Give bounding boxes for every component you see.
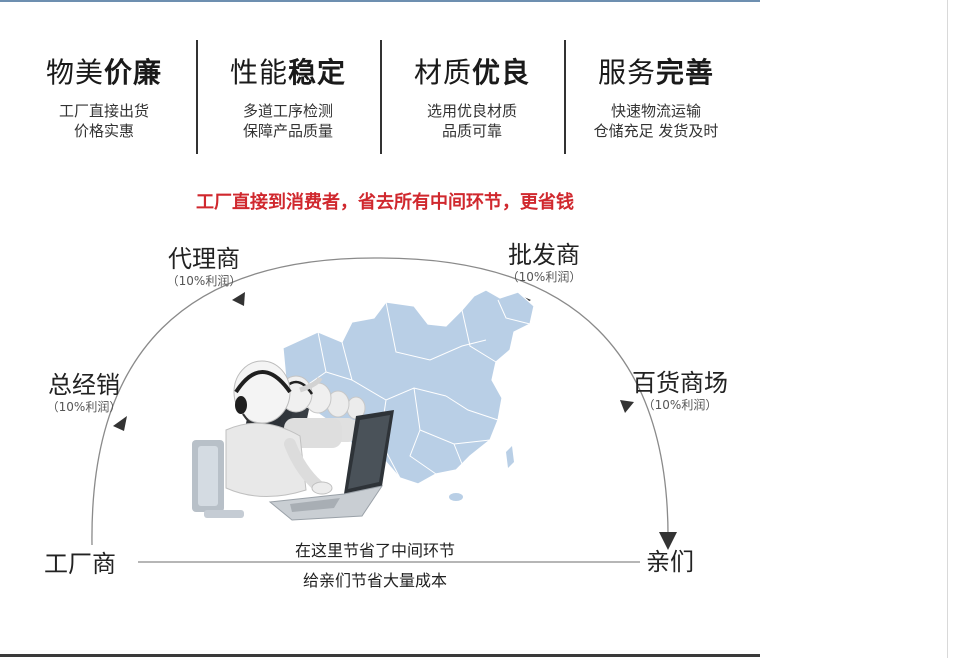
mall-profit: （10%利润） (642, 398, 718, 412)
wholesaler-name: 批发商 (508, 241, 580, 269)
wholesaler-profit: （10%利润） (506, 270, 582, 284)
feature-title-light: 材质 (413, 56, 472, 89)
feature-title: 材质优良 (380, 54, 564, 92)
feature-title-bold: 优良 (472, 56, 531, 89)
feature-lines: 选用优良材质 品质可靠 (380, 101, 564, 141)
label-factory: 工厂商 (30, 549, 130, 579)
savings-text-below: 给亲们节省大量成本 (302, 571, 447, 590)
feature-line: 多道工序检测 (242, 102, 333, 120)
label-wholesaler: 批发商 （10%利润） (496, 240, 592, 284)
feature-title-bold: 完善 (656, 56, 715, 89)
label-distributor: 总经销 （10%利润） (36, 370, 132, 414)
arrow-icon (620, 400, 634, 413)
agent-profit: （10%利润） (166, 274, 242, 288)
arrow-icon (232, 292, 245, 306)
feature-title: 服务完善 (564, 54, 748, 92)
feature-column-service: 服务完善 快速物流运输 仓储充足 发货及时 (564, 38, 748, 156)
feature-title-bold: 稳定 (288, 56, 347, 89)
feature-lines: 快速物流运输 仓储充足 发货及时 (564, 101, 748, 141)
feature-line: 工厂直接出货 (58, 102, 149, 120)
label-agent: 代理商 （10%利润） (156, 244, 252, 288)
hainan-island (449, 493, 463, 501)
savings-text-above: 在这里节省了中间环节 (294, 541, 455, 560)
feature-line: 保障产品质量 (242, 122, 333, 140)
feature-title-light: 性能 (229, 56, 288, 89)
feature-lines: 多道工序检测 保障产品质量 (196, 101, 380, 141)
slogan: 工厂直接到消费者，省去所有中间环节，更省钱 (196, 192, 574, 213)
distributor-name: 总经销 (48, 371, 120, 399)
arrow-icon (113, 416, 127, 431)
arrow-icon (659, 532, 677, 550)
mall-name: 百货商场 (632, 369, 728, 397)
feature-column-performance: 性能稳定 多道工序检测 保障产品质量 (196, 38, 380, 156)
feature-title: 性能稳定 (196, 54, 380, 92)
customer-service-figures (225, 360, 384, 497)
label-customer: 亲们 (632, 547, 708, 577)
agent-name: 代理商 (168, 245, 240, 273)
label-mall: 百货商场 （10%利润） (620, 368, 740, 412)
feature-column-material: 材质优良 选用优良材质 品质可靠 (380, 38, 564, 156)
feature-lines: 工厂直接出货 价格实惠 (12, 101, 196, 141)
feature-title-bold: 价廉 (104, 56, 163, 89)
feature-line: 价格实惠 (73, 122, 134, 140)
feature-title-light: 物美 (45, 56, 104, 89)
feature-title-light: 服务 (597, 56, 656, 89)
laptop-icon (268, 410, 394, 521)
taiwan-island (506, 446, 514, 468)
top-rule (0, 0, 760, 2)
supply-chain-arc (91, 257, 669, 546)
customer-name: 亲们 (646, 548, 694, 576)
bottom-rule (0, 654, 760, 657)
distributor-profit: （10%利润） (46, 400, 122, 414)
feature-line: 选用优良材质 (426, 102, 517, 120)
feature-column-price: 物美价廉 工厂直接出货 价格实惠 (12, 38, 196, 156)
right-rule (947, 0, 948, 658)
feature-columns: 物美价廉 工厂直接出货 价格实惠 性能稳定 多道工序检测 保障产品质量 材质优良… (12, 38, 748, 156)
feature-line: 快速物流运输 (610, 102, 701, 120)
feature-line: 品质可靠 (441, 122, 502, 140)
feature-line: 仓储充足 发货及时 (593, 122, 719, 140)
chair-icon (192, 440, 244, 518)
feature-title: 物美价廉 (12, 54, 196, 92)
factory-name: 工厂商 (44, 550, 116, 578)
